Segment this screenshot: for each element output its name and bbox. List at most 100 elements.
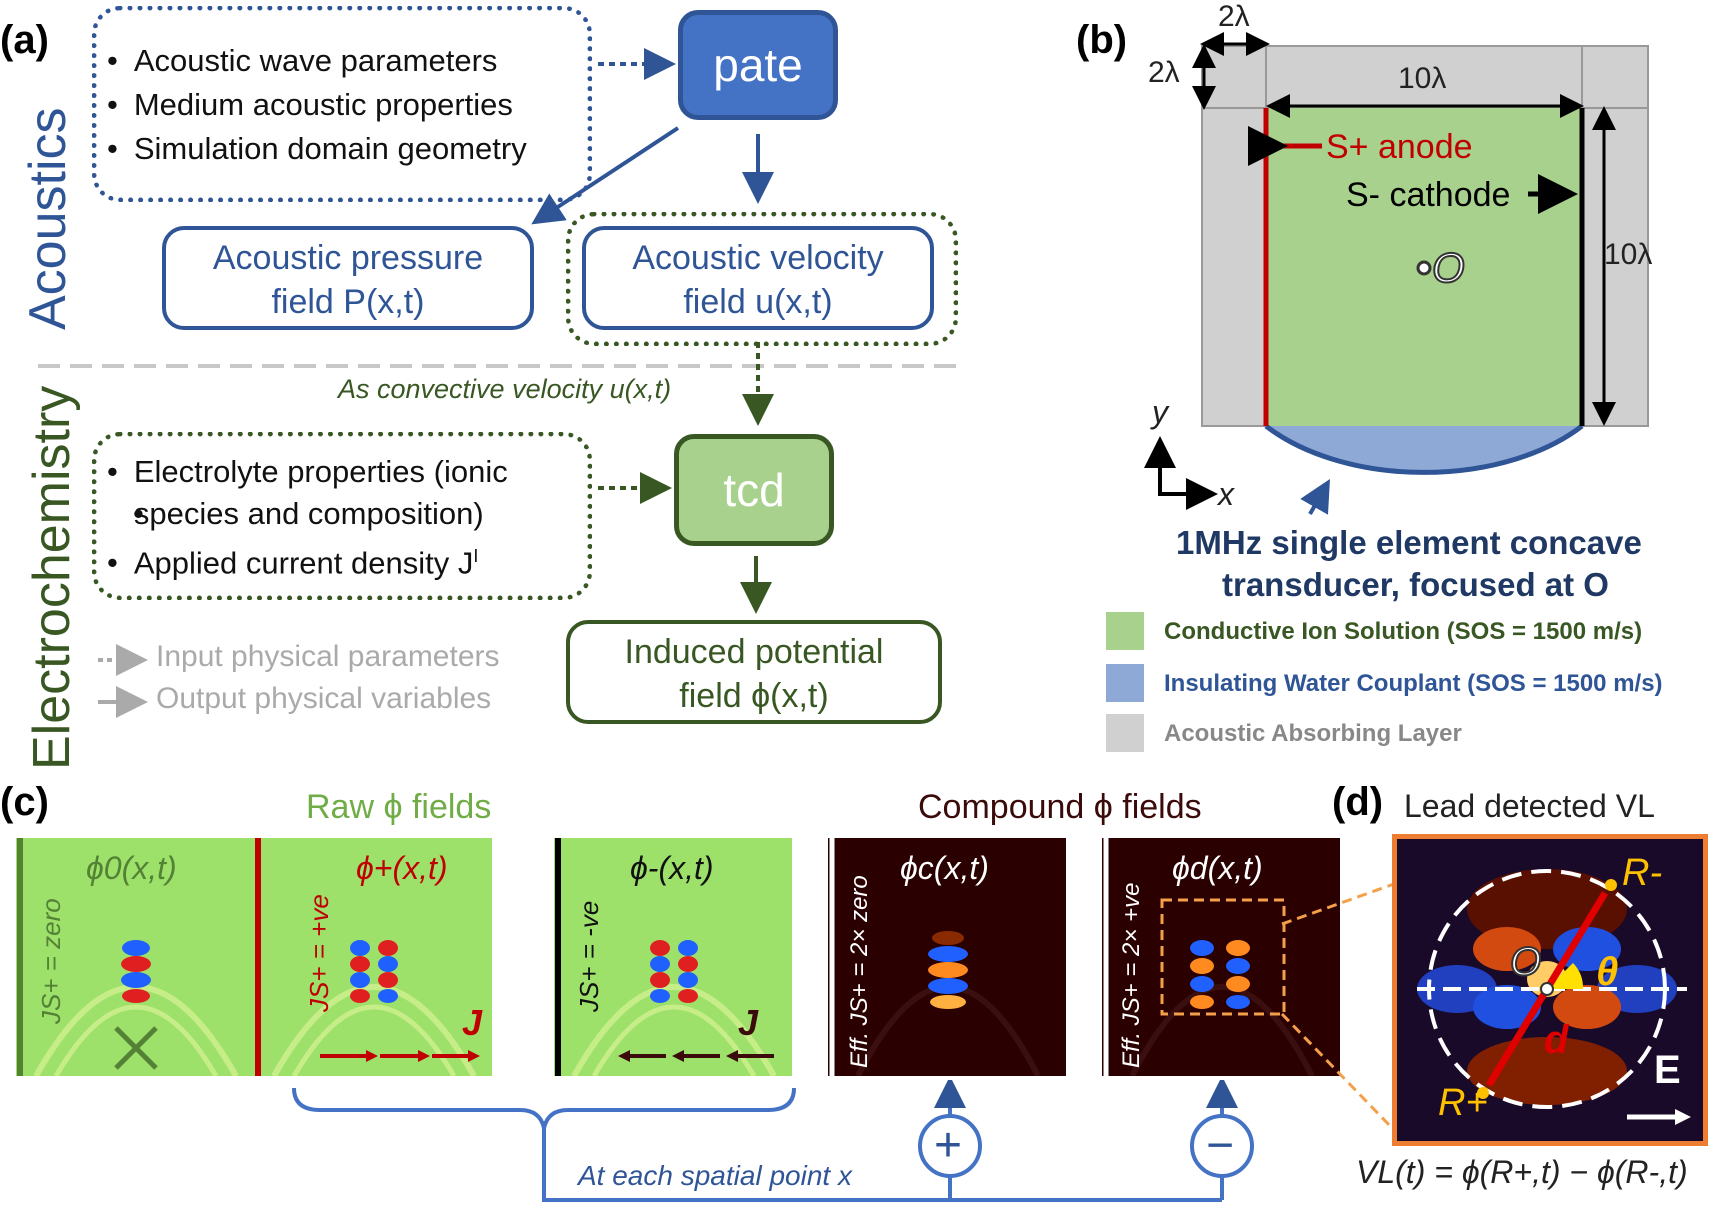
panel-a-label: (a) [0,18,49,62]
raw-fields-brace [292,1087,796,1129]
field-phid-side: Eff. JS+ = 2× +ve [1118,882,1145,1068]
zoom-region [1160,898,1286,1016]
legend-couplant-text: Insulating Water Couplant (SOS = 1500 m/… [1164,670,1663,697]
focus-point [1416,260,1432,276]
convective-velocity-label: As convective velocity u(x,t) [338,374,672,404]
acoustic-input-item: Simulation domain geometry [107,127,587,171]
lead-detail-plot [1417,869,1691,1125]
field-phiminus-side: JS+ = -ve [574,900,604,1012]
panel-b-label: (b) [1076,18,1128,62]
field-phiplus [254,838,492,1076]
field-phiplus-j-label: J [462,1002,483,1043]
electro-input-item: Applied current density JI [107,535,587,584]
electro-input-sup: I [473,546,479,566]
transducer-caption-line2: transducer, focused at O [1222,566,1609,603]
theta-wedge [1547,963,1584,989]
electro-input-current: Applied current density J [133,545,474,581]
pate-node: pate [678,10,838,120]
simulation-domain-diagram [1144,32,1649,515]
panel-c-connectors [292,1080,1254,1202]
compound-fields-title: Compound ϕ fields [918,788,1202,826]
field-phi0-title: ϕ0(x,t) [86,850,177,886]
origin-label: O [1509,939,1542,985]
velocity-line2: field u(x,t) [683,283,833,321]
acoustic-input-item: Medium acoustic properties [107,83,587,127]
plus-operator [918,1114,982,1178]
field-phic-plot [829,838,1041,1076]
acoustic-inputs-list: Acoustic wave parameters Medium acoustic… [107,39,587,171]
raw-fields-title: Raw ϕ fields [306,788,492,826]
legend-swatch-absorber [1106,714,1144,752]
field-phiplus-title: ϕ+(x,t) [356,850,448,886]
legend-ion-text: Conductive Ion Solution (SOS = 1500 m/s) [1164,618,1643,645]
field-phi0-side: JS+ = zero [36,898,66,1024]
field-phi0-plot [17,838,239,1076]
panel-d-title: Lead detected VL [1404,788,1655,824]
velocity-field-box: Acoustic velocity field u(x,t) [582,226,934,330]
pressure-field-box: Acoustic pressure field P(x,t) [162,226,534,330]
panel-c-label: (c) [0,780,49,824]
r-plus-label: R+ [1438,1082,1488,1124]
anode-label: S+ anode [1326,128,1473,166]
dim-10lambda-right-label: 10λ [1604,238,1653,271]
distance-label: d [1544,1018,1569,1062]
field-phic-title: ϕc(x,t) [900,850,989,886]
axis-y-label: y [1152,394,1168,430]
pate-label: pate [713,39,803,91]
panel-d-label: (d) [1332,780,1384,824]
r-minus-point [1605,879,1617,891]
field-phic-side: Eff. JS+ = 2× zero [846,875,873,1068]
field-phiminus-title: ϕ-(x,t) [630,850,714,886]
electro-input-item: Electrolyte properties (ionic [107,451,587,493]
transducer-surface [1264,424,1584,475]
zoom-connector-lines [1280,882,1396,1132]
brace-to-operators [542,1128,1222,1202]
axis-x-label: x [1218,476,1234,512]
dim-2lambda-top-label: 2λ [1218,0,1250,33]
pressure-line1: Acoustic pressure [212,239,484,277]
field-phic [828,838,1066,1076]
induced-line2: field ϕ(x,t) [679,677,829,715]
legend-swatch-couplant [1106,664,1144,702]
acoustic-inputs-box: Acoustic wave parameters Medium acoustic… [92,6,592,202]
field-phid-plot [1103,838,1315,1076]
panel-a-connectors [38,48,956,718]
induced-line1: Induced potential [624,633,884,671]
cathode-label: S- cathode [1346,176,1511,214]
induced-potential-box: Induced potential field ϕ(x,t) [566,620,942,724]
field-phiminus-j-label: J [738,1002,759,1043]
plus-symbol: + [934,1119,963,1172]
electro-input-cont: species and composition) [133,496,484,531]
minus-operator [1190,1114,1254,1178]
transducer-pointer-arrow [1300,479,1330,515]
origin-point [1540,982,1554,996]
field-phi0 [16,838,254,1076]
pate-to-pressure-arrow [531,126,680,225]
r-minus-label: R- [1622,852,1663,894]
tcd-node: tcd [674,434,834,546]
velocity-line1: Acoustic velocity [632,239,884,277]
field-phiplus-plot [255,838,480,1076]
r-plus-point [1477,1087,1489,1099]
theta-label: θ [1596,950,1619,994]
field-phiminus [554,838,792,1076]
acoustic-input-item: Acoustic wave parameters [107,39,587,83]
focus-label: O [1431,243,1466,292]
spatial-point-label: At each spatial point x [578,1160,852,1191]
legend-output-text: Output physical variables [156,682,492,715]
field-phiplus-side: JS+ = +ve [304,894,334,1012]
lead-detail-view [1392,834,1708,1146]
legend-absorber-text: Acoustic Absorbing Layer [1164,720,1462,747]
e-field-label: E [1654,1048,1681,1092]
pressure-line2: field P(x,t) [271,283,425,321]
electro-inputs-box: Electrolyte properties (ionic species an… [92,432,592,600]
tcd-label: tcd [723,464,785,516]
dim-2lambda-left-label: 2λ [1148,56,1180,89]
electro-input-item: species and composition) [107,493,587,535]
legend-input-text: Input physical parameters [156,640,500,673]
field-phid-title: ϕd(x,t) [1172,850,1263,886]
field-phiminus-plot [555,838,777,1076]
lead-equation: VL(t) = ϕ(R+,t) − ϕ(R-,t) [1356,1154,1688,1190]
electro-inputs-list: Electrolyte properties (ionic species an… [107,451,587,584]
field-phid [1102,838,1340,1076]
